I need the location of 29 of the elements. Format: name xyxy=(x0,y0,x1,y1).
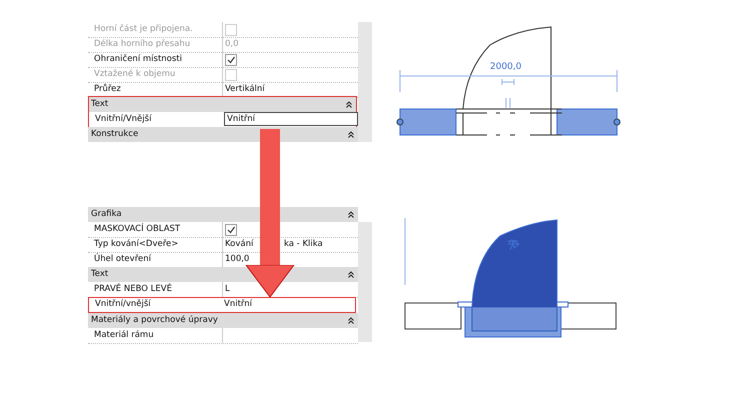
section-title: Grafika xyxy=(91,208,122,221)
section-title: Text xyxy=(91,98,108,111)
highlighted-section xyxy=(88,96,357,128)
section-title: Text xyxy=(91,268,108,281)
property-value: 100,0 xyxy=(225,253,250,266)
property-value: 0,0 xyxy=(225,38,239,51)
property-name: Úhel otevření xyxy=(94,253,151,266)
section-title: Materiály a povrchové úpravy xyxy=(91,314,218,327)
section-title: Konstrukce xyxy=(91,128,138,141)
property-value: Vnitřní xyxy=(224,298,252,311)
property-value: Vertikální xyxy=(225,83,265,96)
property-name: Vztažené k objemu xyxy=(94,68,176,81)
property-name: Vnitřní/vnější xyxy=(95,298,151,311)
property-name: PRAVÉ NEBO LEVÉ xyxy=(94,283,172,296)
property-name: MASKOVACÍ OBLAST xyxy=(94,223,180,236)
property-name: Vnitřní/Vnější xyxy=(95,113,152,126)
property-name: Průřez xyxy=(94,83,121,96)
property-name: Typ kování<Dveře> xyxy=(94,238,178,251)
property-name: Materiál rámu xyxy=(94,329,154,342)
highlighted-row xyxy=(88,297,356,313)
property-value: L xyxy=(225,283,230,296)
property-name: Délka horního přesahu xyxy=(94,38,190,51)
arrow xyxy=(246,129,294,298)
property-value: Kování xyxy=(225,238,254,251)
input-field: Vnitřní xyxy=(224,112,358,126)
dimension-label: 2000,0 xyxy=(490,62,522,72)
property-value: ka - Klika xyxy=(284,238,323,251)
property-name: Horní část je připojena. xyxy=(94,23,193,36)
property-name: Ohraničení místnosti xyxy=(94,53,182,66)
